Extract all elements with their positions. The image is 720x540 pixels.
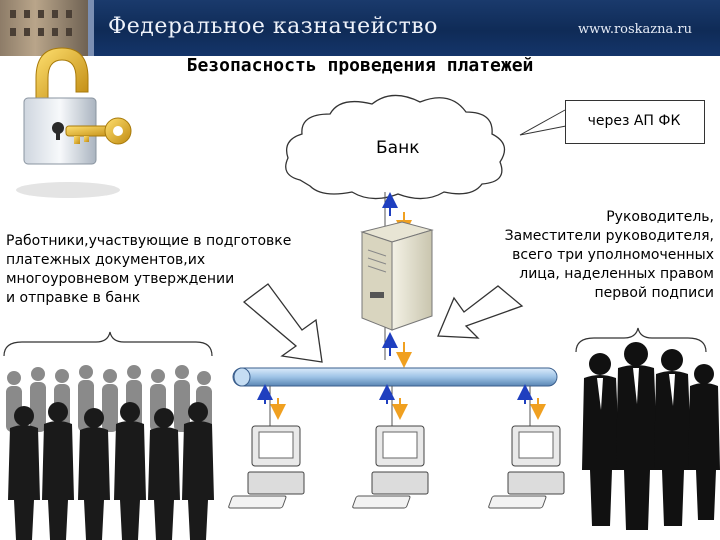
signers-line: первой подписи (594, 285, 714, 301)
signers-description: Руководитель, Заместители руководителя, … (505, 208, 714, 303)
organization-name: Федеральное казначейство (108, 14, 438, 39)
signers-brace (575, 327, 707, 353)
header-separator (88, 0, 94, 56)
callout-box (565, 100, 705, 144)
callout-pointer (519, 109, 567, 136)
signers-arrow (437, 285, 524, 339)
workers-line: платежных документов,их (6, 252, 206, 268)
workers-arrow (242, 283, 323, 363)
workstation-icon (352, 425, 429, 509)
signers-line: Заместители руководителя, (504, 228, 714, 244)
people-silhouette-icon (582, 342, 720, 530)
signers-line: Руководитель, (606, 209, 714, 225)
workers-brace (3, 331, 213, 357)
padlock-key-icon (16, 47, 132, 198)
cloud-label: Банк (376, 138, 420, 158)
workstation-icon (228, 425, 305, 509)
workers-line: и отправке в банк (6, 290, 141, 306)
cloud-icon (285, 94, 506, 200)
header-bar: Федеральное казначейство www.roskazna.ru (0, 0, 720, 56)
network-bus (232, 367, 558, 387)
workers-description: Работники,участвующие в подготовке плате… (6, 232, 291, 308)
website-link[interactable]: www.roskazna.ru (577, 22, 692, 37)
slide-title: Безопасность проведения платежей (186, 55, 534, 76)
workstation-icon (488, 425, 565, 509)
workstation-links (257, 384, 546, 426)
people-silhouette-icon (8, 402, 214, 540)
workers-line: многоуровневом утверждении (6, 271, 235, 287)
server-icon (360, 221, 434, 331)
workers-line: Работники,участвующие в подготовке (6, 233, 292, 249)
signers-line: лица, наделенных правом (519, 266, 714, 282)
callout-label: через АП ФК (587, 113, 681, 129)
building-photo (0, 0, 88, 56)
signers-line: всего три уполномоченных (512, 247, 714, 263)
people-silhouette-icon (6, 365, 212, 432)
